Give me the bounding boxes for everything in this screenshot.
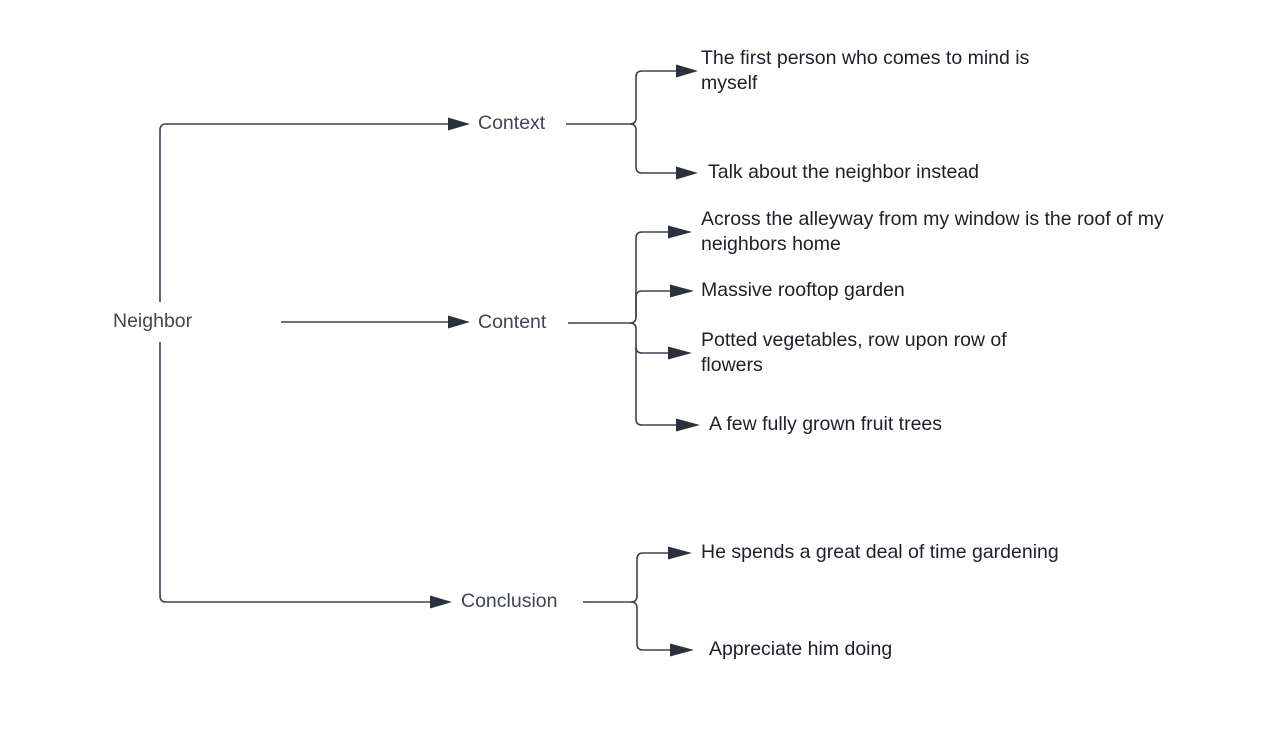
leaf-conclusion-2: Appreciate him doing	[709, 638, 892, 660]
leaf-conclusion-1: He spends a great deal of time gardening	[701, 541, 1059, 563]
leaf-context-2: Talk about the neighbor instead	[708, 161, 979, 183]
branch-node-context-label: Context	[478, 112, 546, 134]
arrow-head-content-child-1	[668, 225, 692, 239]
arrow-head-content-child-4	[676, 418, 700, 432]
arrow-head-context-child-1	[676, 64, 698, 78]
edge-root-to-content	[281, 315, 470, 329]
edge-context-junction	[566, 64, 698, 180]
edge-root-to-conclusion	[159, 342, 452, 609]
edge-root-to-context	[159, 117, 470, 302]
edge-conclusion-junction	[583, 546, 694, 657]
branch-node-content-label: Content	[478, 311, 547, 333]
root-node-label: Neighbor	[113, 310, 193, 332]
leaf-content-2: Massive rooftop garden	[701, 279, 905, 301]
arrow-head-conclusion-child-2	[670, 643, 694, 657]
arrow-head-conclusion-child-1	[668, 546, 692, 560]
arrow-head-context-child-2	[676, 166, 698, 180]
branch-node-conclusion-label: Conclusion	[461, 590, 557, 612]
leaf-context-1: The first person who comes to mind is my…	[701, 47, 1035, 94]
arrow-head-content-child-3	[668, 346, 692, 360]
leaf-content-3: Potted vegetables, row upon row of flowe…	[701, 329, 1012, 376]
edge-content-junction	[568, 225, 700, 432]
arrow-head-content	[448, 315, 470, 329]
arrow-head-conclusion	[430, 595, 452, 609]
arrow-head-content-child-2	[670, 284, 694, 298]
leaf-content-1: Across the alleyway from my window is th…	[701, 208, 1169, 255]
leaf-content-4: A few fully grown fruit trees	[709, 413, 942, 435]
arrow-head-context	[448, 117, 470, 131]
